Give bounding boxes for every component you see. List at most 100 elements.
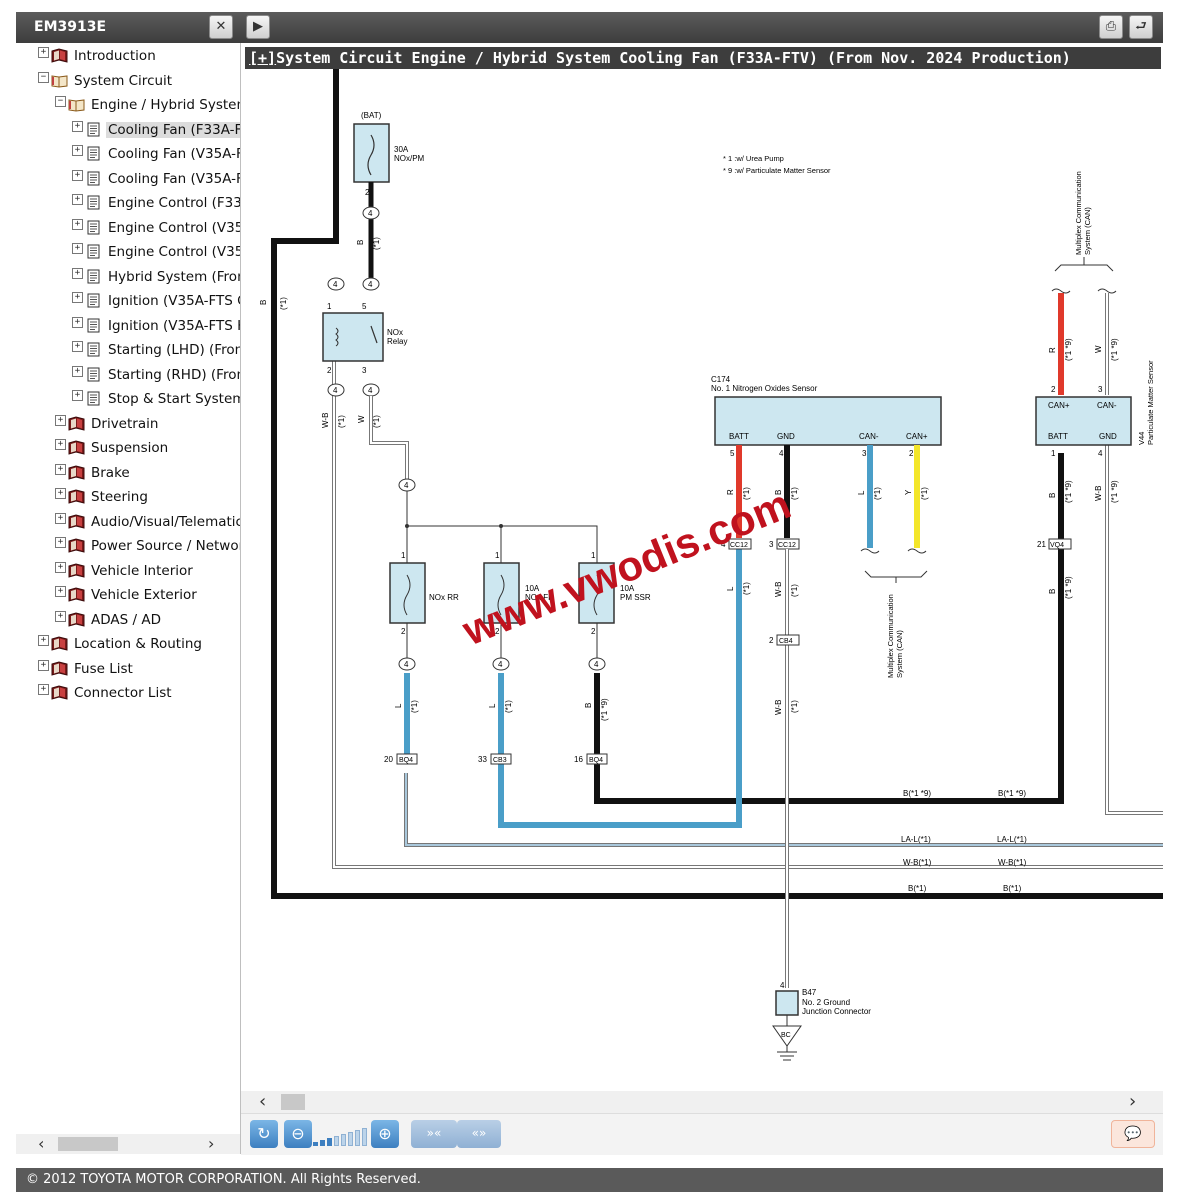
expand-icon[interactable]: + [38, 684, 49, 695]
expand-icon[interactable]: + [72, 292, 83, 303]
closed-book-icon [51, 636, 68, 651]
zoom-in-icon[interactable]: ⊕ [371, 1120, 399, 1148]
tree-item-label[interactable]: Fuse List [74, 660, 133, 677]
expand-icon[interactable]: + [72, 243, 83, 254]
tree-item-label[interactable]: Introduction [74, 48, 156, 64]
first-page-icon[interactable]: »« [411, 1120, 457, 1148]
tree-item-label[interactable]: Ignition (V35A-FTS Cooling) [108, 293, 240, 309]
refresh-icon[interactable]: ↻ [250, 1120, 278, 1148]
expand-icon[interactable]: + [38, 635, 49, 646]
scroll-thumb[interactable] [281, 1094, 305, 1110]
closed-book-icon [68, 440, 85, 455]
wire-wb [333, 343, 1163, 868]
tree-item-label[interactable]: Brake [91, 464, 130, 481]
closed-book-icon [68, 587, 85, 602]
tree-item-label[interactable]: Starting (RHD) (From Nov. 2024) [108, 366, 240, 383]
expand-icon[interactable]: + [72, 341, 83, 352]
svg-text:B(*1 *9): B(*1 *9) [903, 789, 931, 798]
print-icon[interactable]: ⎙ [1099, 15, 1123, 39]
tree-item-label[interactable]: Cooling Fan (V35A-FTS) [108, 170, 240, 187]
svg-text:(*1): (*1) [742, 487, 751, 500]
tree-item-label[interactable]: Engine Control (V35A-FTS) [108, 244, 240, 260]
expand-icon[interactable]: + [72, 218, 83, 230]
svg-text:4: 4 [368, 209, 373, 218]
svg-text:Y: Y [904, 489, 913, 495]
svg-text:CAN+: CAN+ [1048, 401, 1070, 410]
expand-icon[interactable]: + [72, 365, 83, 377]
scroll-left-icon[interactable]: ‹ [259, 1091, 267, 1112]
sidebar-horizontal-scrollbar[interactable]: ‹ › [16, 1134, 240, 1154]
svg-text:(*1): (*1) [790, 700, 799, 713]
svg-text:B: B [584, 703, 593, 708]
scroll-right-icon[interactable]: › [1129, 1091, 1137, 1112]
footer-copyright: © 2012 TOYOTA MOTOR CORPORATION. All Rig… [16, 1168, 1163, 1192]
svg-text:1: 1 [327, 302, 332, 311]
tree-item-label[interactable]: System Circuit [74, 72, 173, 89]
expand-icon[interactable]: + [55, 488, 66, 499]
scroll-left-icon[interactable]: ‹ [38, 1134, 45, 1153]
scroll-thumb[interactable] [58, 1137, 118, 1151]
expand-icon[interactable]: + [55, 439, 66, 450]
tree-item-label[interactable]: Vehicle Interior [91, 562, 193, 579]
tree-item-label[interactable]: Drivetrain [91, 415, 159, 432]
expand-icon[interactable]: + [72, 316, 83, 328]
tree-item-label[interactable]: Power Source / Network [91, 538, 241, 554]
tree-item-label[interactable]: Starting (LHD) (From Nov. 2024) [108, 342, 240, 358]
collapse-icon[interactable]: − [38, 71, 49, 83]
zoom-level-slider[interactable] [313, 1124, 371, 1146]
document-icon [85, 171, 102, 186]
tree-item-label[interactable]: Steering [91, 489, 148, 505]
expand-icon[interactable]: + [55, 610, 66, 622]
tree-item-label[interactable]: Cooling Fan (F33A-FTV) [106, 121, 240, 138]
svg-text:CB4: CB4 [779, 638, 793, 645]
tree-item-label[interactable]: Suspension [91, 440, 169, 456]
tree-item-label[interactable]: Audio/Visual/Telematics [91, 513, 241, 530]
next-icon[interactable]: ▶ [246, 15, 270, 39]
expand-icon[interactable]: + [55, 414, 66, 426]
tree-item-label[interactable]: Engine / Hybrid System [91, 97, 241, 113]
expand-all-button[interactable]: [+] [249, 49, 277, 67]
tree-item-label[interactable]: Vehicle Exterior [91, 587, 197, 603]
svg-text:B(*1 *9): B(*1 *9) [998, 789, 1026, 798]
expand-icon[interactable]: + [72, 120, 83, 132]
zoom-out-icon[interactable]: ⊖ [284, 1120, 312, 1148]
svg-text:L: L [857, 490, 866, 495]
comment-icon[interactable]: 💬 [1111, 1120, 1155, 1148]
svg-text:2: 2 [365, 188, 370, 197]
expand-icon[interactable]: + [72, 390, 83, 401]
expand-icon[interactable]: + [55, 463, 66, 475]
svg-text:(*1): (*1) [790, 487, 799, 500]
tree-item-label[interactable]: Cooling Fan (V35A-FTS) [108, 146, 240, 162]
expand-icon[interactable]: + [38, 659, 49, 671]
tree-item-label[interactable]: Stop & Start System [108, 391, 241, 407]
expand-icon[interactable]: + [72, 169, 83, 181]
svg-text:LA-L(*1): LA-L(*1) [901, 835, 931, 844]
tree-item-label[interactable]: Engine Control (F33A-FTV) [108, 195, 240, 211]
svg-text:2: 2 [591, 627, 596, 636]
svg-text:10A: 10A [525, 584, 540, 593]
svg-text:1: 1 [495, 551, 500, 560]
prev-page-icon[interactable]: «» [457, 1120, 501, 1148]
tree-item-label[interactable]: Connector List [74, 685, 172, 701]
tree-item-label[interactable]: Ignition (V35A-FTS Hybrid) [108, 317, 240, 334]
close-icon[interactable]: ✕ [209, 15, 233, 39]
expand-icon[interactable]: + [38, 47, 49, 58]
expand-icon[interactable]: + [55, 586, 66, 597]
expand-icon[interactable]: + [55, 537, 66, 548]
expand-icon[interactable]: + [55, 512, 66, 524]
tree-item-label[interactable]: ADAS / AD [91, 611, 161, 628]
svg-text:4: 4 [404, 660, 409, 669]
svg-text:CB3: CB3 [493, 757, 507, 764]
expand-icon[interactable]: + [55, 561, 66, 573]
tree-item-label[interactable]: Hybrid System (From Nov. 2024 Production… [108, 268, 240, 285]
collapse-icon[interactable]: − [55, 96, 66, 107]
diagram-horizontal-scrollbar[interactable]: ‹ › [241, 1091, 1163, 1113]
expand-icon[interactable]: + [72, 267, 83, 279]
tree-item-label[interactable]: Engine Control (V35A-FTS) [108, 219, 240, 236]
expand-icon[interactable]: + [72, 145, 83, 156]
scroll-right-icon[interactable]: › [208, 1134, 215, 1153]
expand-icon[interactable]: + [72, 194, 83, 205]
tree-item-label[interactable]: Location & Routing [74, 636, 202, 652]
document-icon [85, 122, 102, 137]
back-icon[interactable]: ⮐ [1129, 15, 1153, 39]
